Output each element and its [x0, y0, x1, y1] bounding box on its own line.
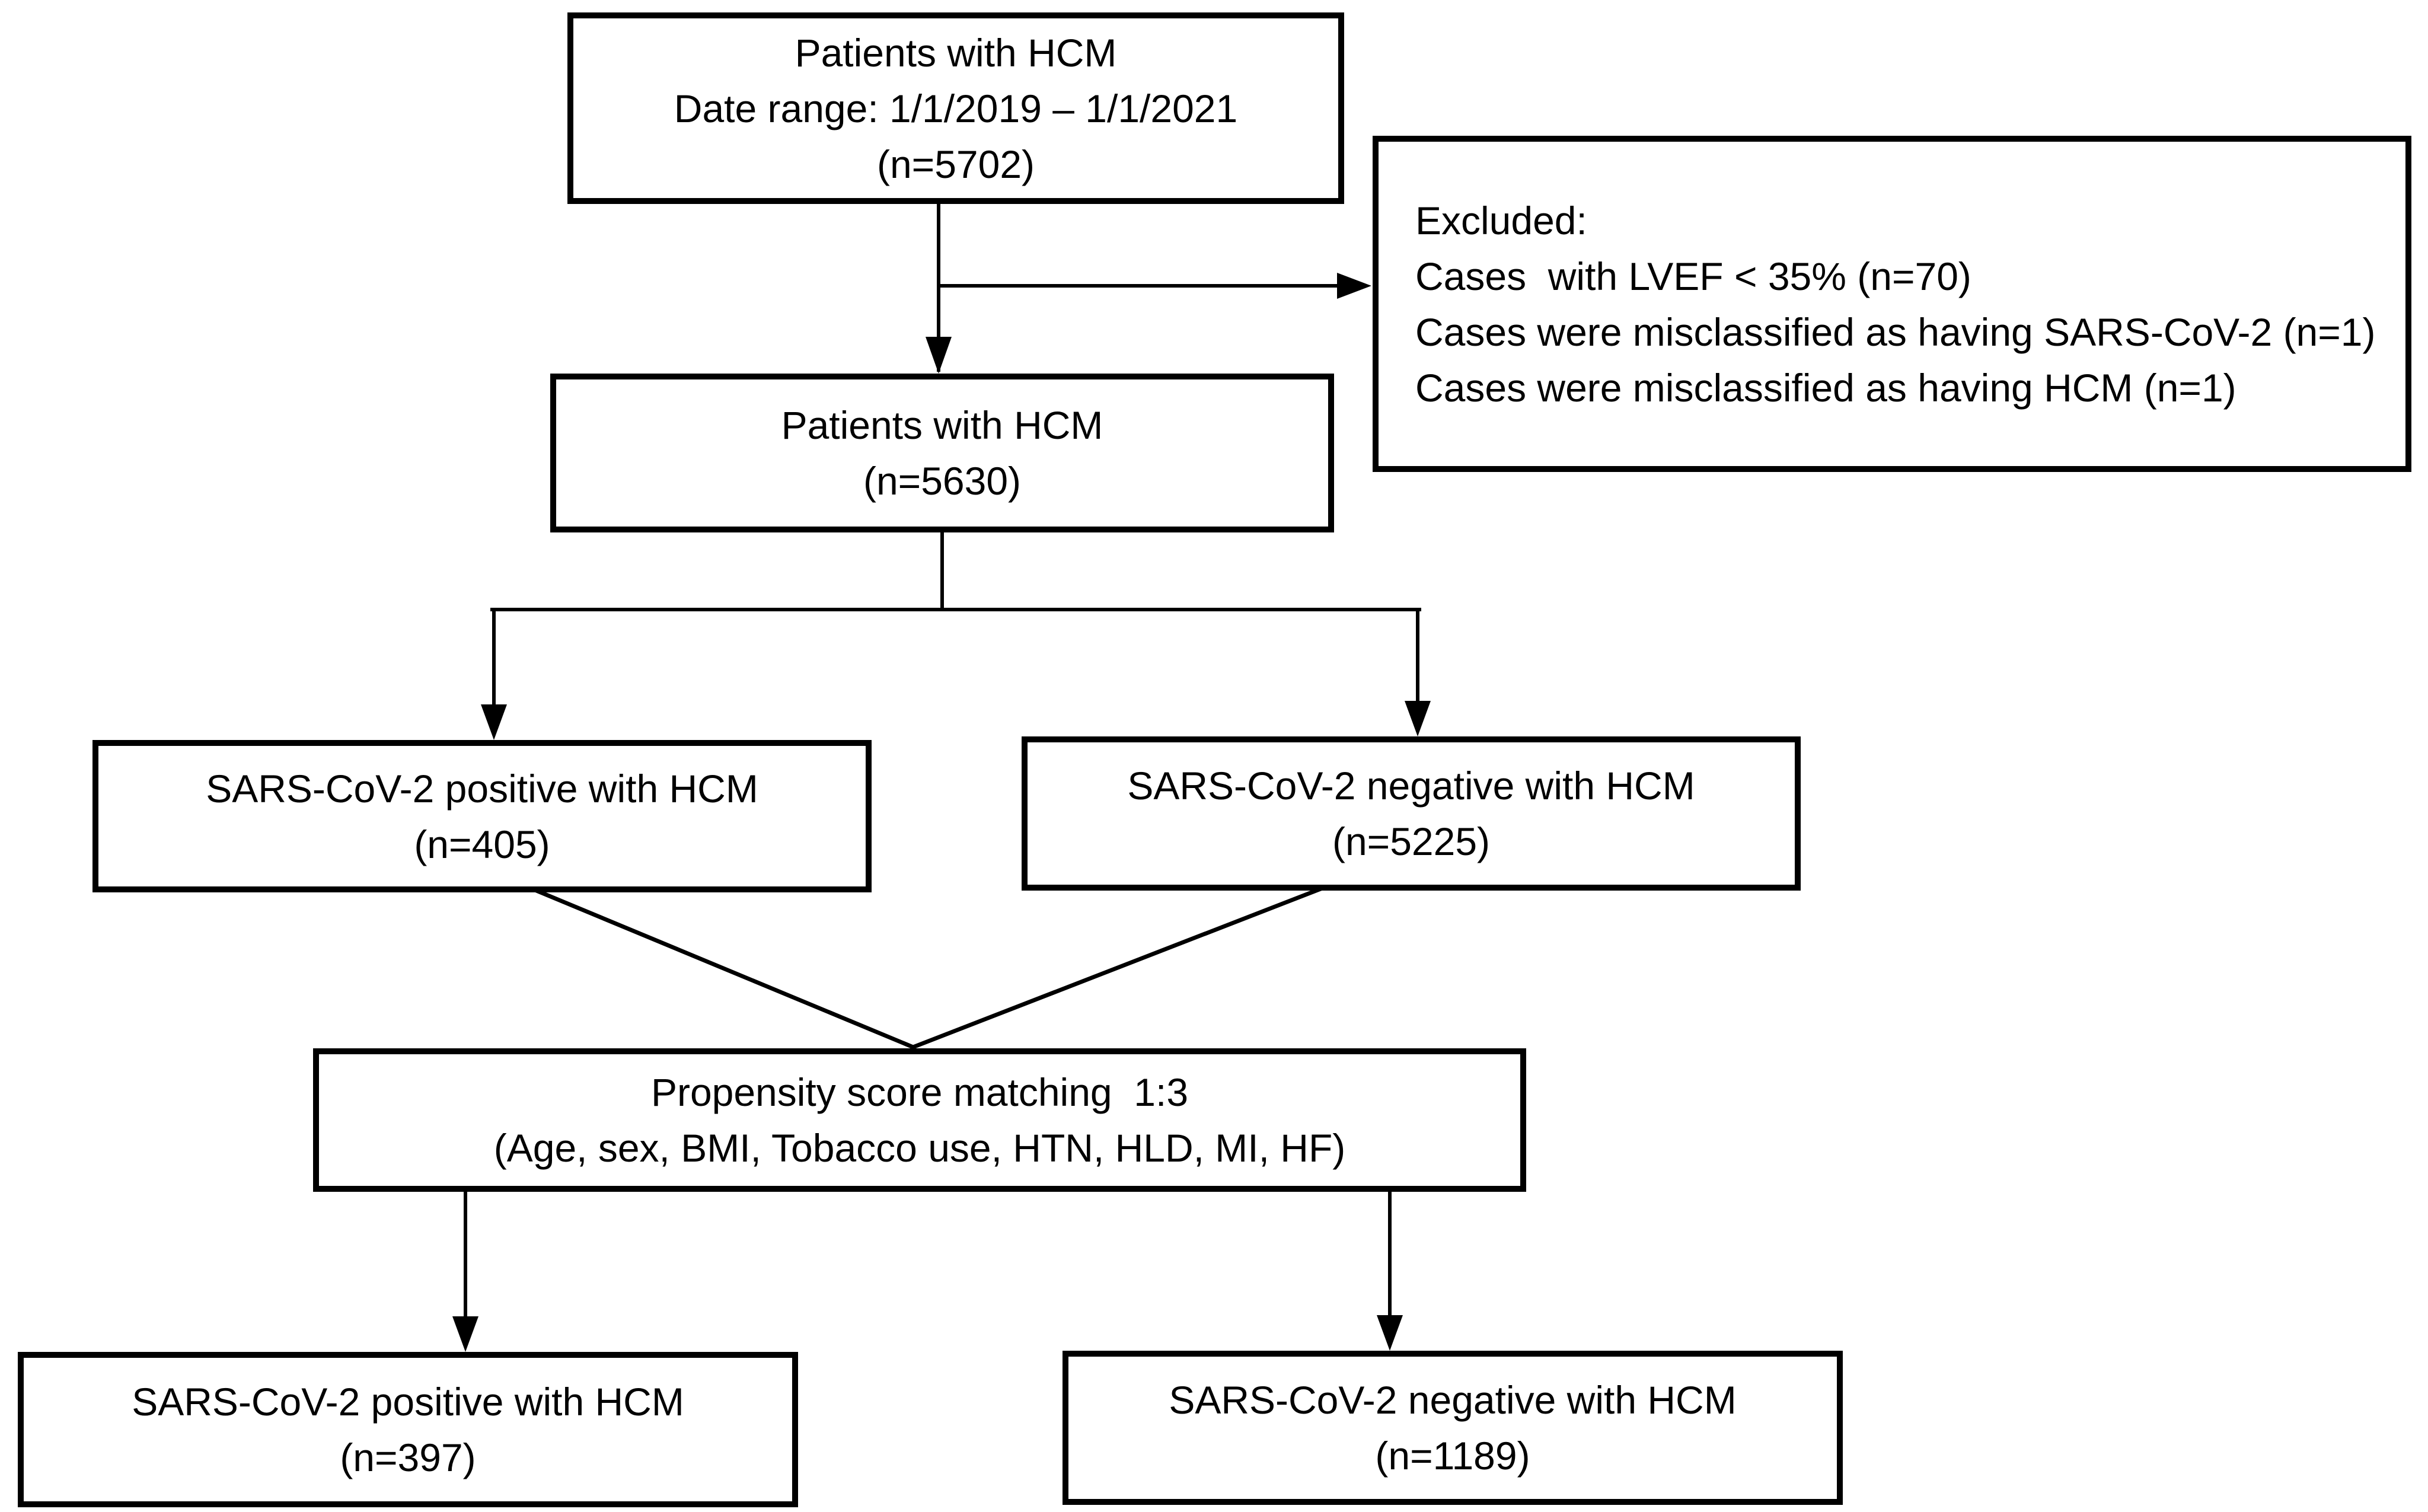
box-line: SARS-CoV-2 positive with HCM: [206, 766, 758, 811]
box-line: (Age, sex, BMI, Tobacco use, HTN, HLD, M…: [493, 1126, 1346, 1170]
box-line: SARS-CoV-2 positive with HCM: [132, 1380, 684, 1424]
box-propensity-matching: Propensity score matching 1:3 (Age, sex,…: [313, 1048, 1526, 1192]
box-sars-positive: SARS-CoV-2 positive with HCM (n=405): [92, 740, 872, 892]
box-line: Cases were misclassified as having SARS-…: [1415, 310, 2376, 354]
connector-positive-to-matching: [535, 888, 916, 1050]
box-line: Patients with HCM: [795, 30, 1117, 75]
box-excluded: Excluded: Cases with LVEF < 35% (n=70) C…: [1373, 136, 2411, 472]
box-sars-positive-matched: SARS-CoV-2 positive with HCM (n=397): [18, 1352, 798, 1507]
box-line: Patients with HCM: [781, 403, 1103, 447]
arrowhead-excluded-icon: [1337, 273, 1371, 299]
box-line: Cases with LVEF < 35% (n=70): [1415, 254, 1971, 298]
box-line: (n=1189): [1375, 1434, 1530, 1478]
box-patients-after-exclusion: Patients with HCM (n=5630): [550, 374, 1334, 532]
box-line: (n=397): [340, 1436, 476, 1479]
box-line: Cases were misclassified as having HCM (…: [1415, 365, 2236, 410]
arrowhead-negative-icon: [1405, 701, 1431, 736]
box-sars-negative: SARS-CoV-2 negative with HCM (n=5225): [1022, 736, 1801, 891]
box-line: (n=405): [414, 822, 550, 866]
box-line: SARS-CoV-2 negative with HCM: [1169, 1378, 1737, 1422]
box-line: Date range: 1/1/2019 – 1/1/2021: [674, 86, 1238, 130]
box-line: (n=5225): [1332, 819, 1491, 863]
box-sars-negative-matched: SARS-CoV-2 negative with HCM (n=1189): [1063, 1351, 1843, 1505]
arrowhead-positive-matched-icon: [452, 1316, 478, 1352]
box-line: (n=5702): [876, 142, 1035, 186]
arrowhead-positive-icon: [481, 704, 507, 740]
arrowhead-after-icon: [926, 337, 952, 374]
box-line: Excluded:: [1415, 198, 1587, 243]
box-line: SARS-CoV-2 negative with HCM: [1127, 764, 1695, 808]
connector-negative-to-matching: [910, 886, 1322, 1050]
box-line: (n=5630): [863, 459, 1022, 503]
arrowhead-negative-matched-icon: [1377, 1315, 1403, 1351]
box-patients-initial: Patients with HCM Date range: 1/1/2019 –…: [567, 12, 1344, 204]
box-line: Propensity score matching 1:3: [650, 1070, 1189, 1114]
